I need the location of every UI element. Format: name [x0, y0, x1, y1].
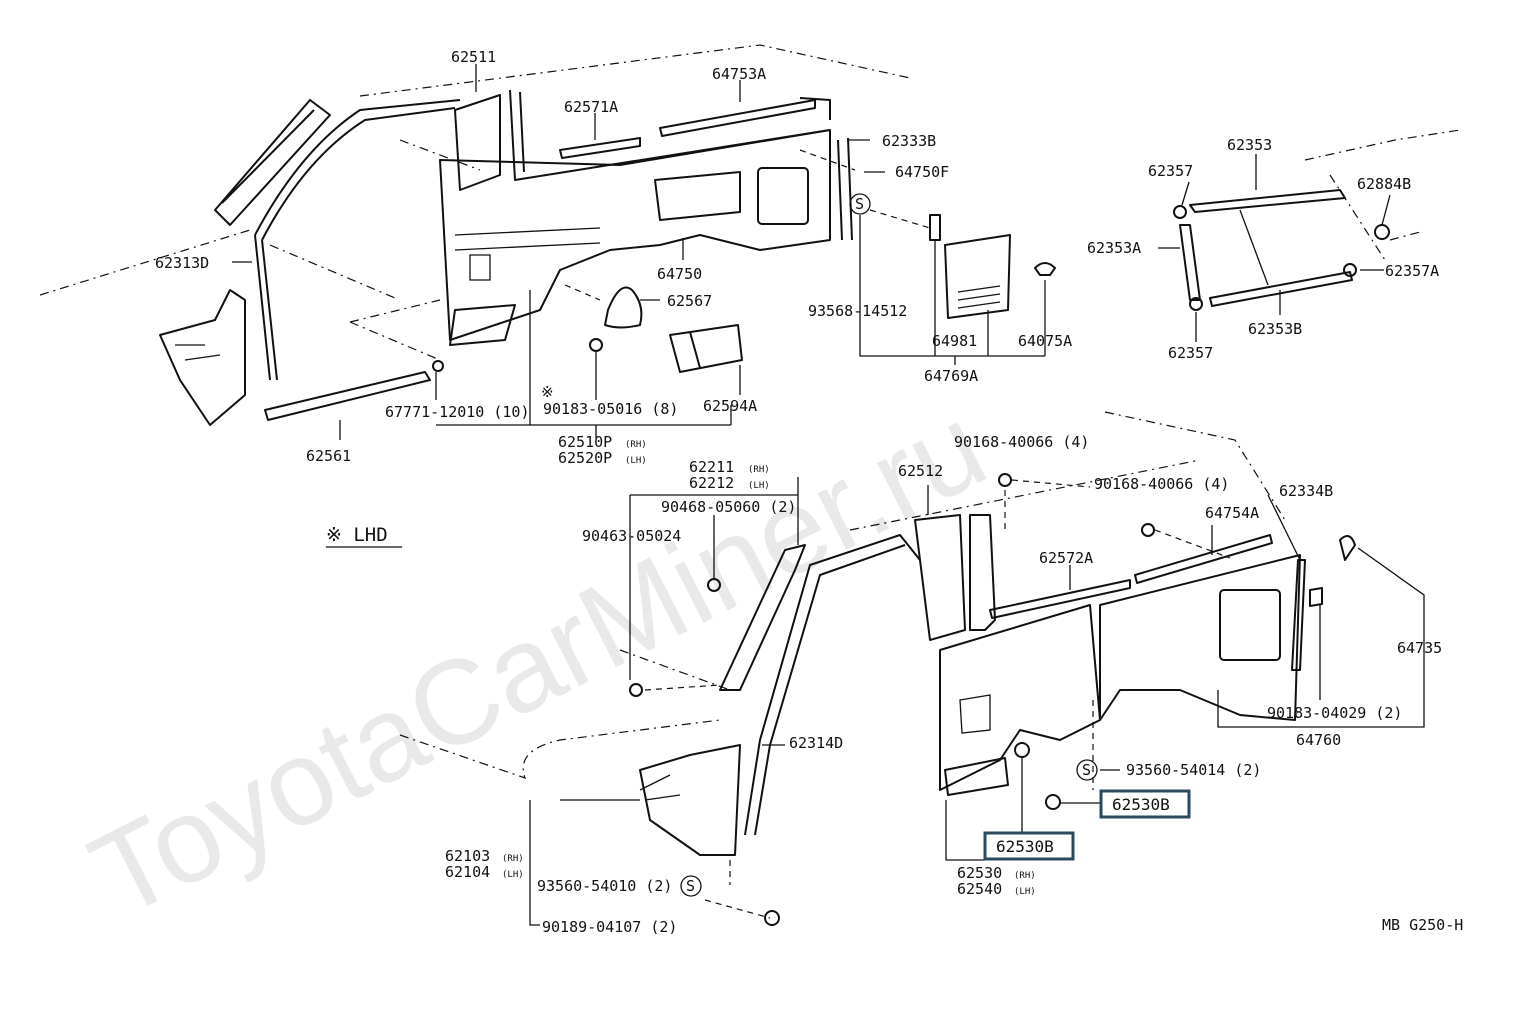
label-62353: 62353	[1227, 136, 1272, 154]
label-62520p: 62520P	[558, 449, 612, 467]
label-62104: 62104	[445, 863, 490, 881]
label-62511: 62511	[451, 48, 496, 66]
upper-left-assembly	[39, 44, 911, 440]
label-62571a: 62571A	[564, 98, 618, 116]
label-62212: 62212	[689, 474, 734, 492]
highlight-62530b-right[interactable]: 62530B	[1099, 789, 1191, 819]
label-90183-04029: 90183-04029 (2)	[1267, 704, 1402, 722]
label-90468: 90468-05060 (2)	[661, 498, 796, 516]
label-62333b: 62333B	[882, 132, 936, 150]
label-90168-a: 90168-40066 (4)	[954, 433, 1089, 451]
label-62510p: 62510P	[558, 433, 612, 451]
watermark-text: ToyotaCarMiner.ru	[71, 379, 1005, 943]
label-62353b: 62353B	[1248, 320, 1302, 338]
s-mark-icon: S	[1076, 759, 1098, 781]
s-mark-icon: S	[680, 875, 702, 897]
label-62540: 62540	[957, 880, 1002, 898]
label-62103: 62103	[445, 847, 490, 865]
label-62353a: 62353A	[1087, 239, 1141, 257]
panel-64769a-assembly	[859, 209, 1056, 365]
label-62512: 62512	[898, 462, 943, 480]
quarter-window-assembly	[1158, 129, 1461, 342]
label-62314d: 62314D	[789, 734, 843, 752]
label-93560-54014: 93560-54014 (2)	[1126, 761, 1261, 779]
svg-text:S: S	[1082, 761, 1091, 779]
lhd-note: ※ LHD	[326, 524, 388, 546]
label-62104-lh: (LH)	[502, 870, 524, 880]
svg-text:S: S	[855, 195, 864, 213]
s-marks: S S S	[680, 193, 1098, 897]
label-64981: 64981	[932, 332, 977, 350]
label-62530b-bottom[interactable]: 62530B	[996, 837, 1054, 856]
label-62313d: 62313D	[155, 254, 209, 272]
s-mark-icon: S	[849, 193, 871, 215]
label-62884b: 62884B	[1357, 175, 1411, 193]
label-90183-05016: 90183-05016 (8)	[543, 400, 678, 418]
label-kome-top: ※	[541, 383, 554, 401]
label-62567: 62567	[667, 292, 712, 310]
label-64769a: 64769A	[924, 367, 978, 385]
diagram-code: MB G250-H	[1382, 916, 1463, 934]
label-62357-bottom: 62357	[1168, 344, 1213, 362]
label-62334b: 62334B	[1279, 482, 1333, 500]
label-62530: 62530	[957, 864, 1002, 882]
label-62211: 62211	[689, 458, 734, 476]
label-64735: 64735	[1397, 639, 1442, 657]
part-labels: 62511 64753A 62571A 62333B 64750F 62313D…	[155, 48, 1463, 936]
label-64760: 64760	[1296, 731, 1341, 749]
lower-assembly	[399, 411, 1425, 926]
label-62520p-lh: (LH)	[625, 456, 647, 466]
label-62357-top: 62357	[1148, 162, 1193, 180]
label-62510p-rh: (RH)	[625, 440, 647, 450]
label-62561: 62561	[306, 447, 351, 465]
label-90189: 90189-04107 (2)	[542, 918, 677, 936]
label-62540-lh: (LH)	[1014, 887, 1036, 897]
label-62357a: 62357A	[1385, 262, 1439, 280]
highlight-62530b-bottom[interactable]: 62530B	[983, 831, 1075, 861]
label-93560-54010: 93560-54010 (2)	[537, 877, 672, 895]
label-62530-rh: (RH)	[1014, 871, 1036, 881]
label-90168-b: 90168-40066 (4)	[1094, 475, 1229, 493]
label-64750f: 64750F	[895, 163, 949, 181]
label-62594a: 62594A	[703, 397, 757, 415]
label-62103-rh: (RH)	[502, 854, 524, 864]
label-64750: 64750	[657, 265, 702, 283]
label-67771: 67771-12010 (10)	[385, 403, 530, 421]
label-62530b-right[interactable]: 62530B	[1112, 795, 1170, 814]
label-62572a: 62572A	[1039, 549, 1093, 567]
label-64753a: 64753A	[712, 65, 766, 83]
label-93568: 93568-14512	[808, 302, 907, 320]
label-64754a: 64754A	[1205, 504, 1259, 522]
svg-text:S: S	[686, 877, 695, 895]
label-90463: 90463-05024	[582, 527, 681, 545]
label-62211-rh: (RH)	[748, 465, 770, 475]
label-62212-lh: (LH)	[748, 481, 770, 491]
label-64075a: 64075A	[1018, 332, 1072, 350]
